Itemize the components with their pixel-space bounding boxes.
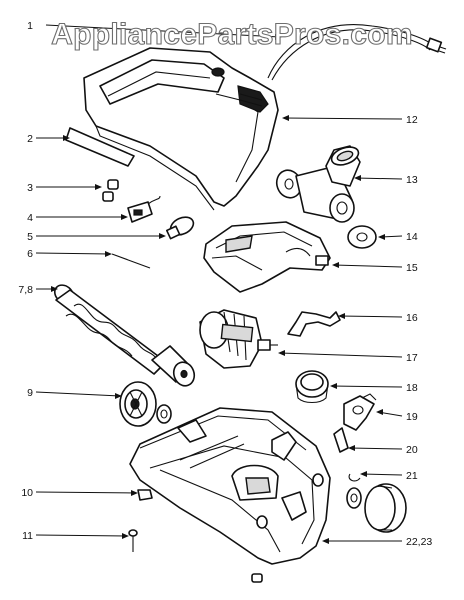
callout-10: 10 <box>21 487 33 499</box>
callout-18: 18 <box>406 382 418 394</box>
belt-pin <box>111 253 151 269</box>
base <box>129 407 331 565</box>
brushroll <box>53 284 196 387</box>
bracket <box>287 311 341 337</box>
bulb-socket <box>102 179 119 202</box>
leader-arrowheads <box>51 34 385 544</box>
callout-7-8: 7,8 <box>18 284 33 296</box>
callout-17: 17 <box>406 352 418 364</box>
callout-1: 1 <box>27 20 33 32</box>
callout-20: 20 <box>406 444 418 456</box>
handle-grip-cover <box>65 127 135 167</box>
height-adjuster <box>343 393 377 431</box>
callout-9: 9 <box>27 387 33 399</box>
wheel <box>119 381 172 427</box>
callout-2: 2 <box>27 133 33 145</box>
callout-6: 6 <box>27 248 33 260</box>
callout-19: 19 <box>406 411 418 423</box>
nozzle-frame <box>203 221 331 293</box>
pedal-spring <box>333 427 349 453</box>
callout-21: 21 <box>406 470 418 482</box>
callout-labels: 1 2 3 4 5 6 7,8 9 10 11 12 13 14 15 16 1… <box>18 20 432 548</box>
watermark: AppliancePartsPros.com <box>51 18 413 51</box>
hood <box>83 47 279 211</box>
callout-12: 12 <box>406 114 418 126</box>
callout-16: 16 <box>406 312 418 324</box>
callout-5: 5 <box>27 231 33 243</box>
bottom-fastener <box>251 573 263 583</box>
callout-11: 11 <box>22 530 33 542</box>
rear-wheel <box>364 483 407 533</box>
callout-14: 14 <box>406 231 418 243</box>
light-switch-bracket <box>127 195 161 223</box>
motor <box>199 309 278 369</box>
bottom-screw <box>137 489 153 501</box>
callout-22-23: 22,23 <box>406 536 432 548</box>
washer <box>347 225 377 249</box>
agitator-hose-adapter <box>275 145 361 223</box>
callout-4: 4 <box>27 212 33 224</box>
callout-13: 13 <box>406 174 418 186</box>
callout-3: 3 <box>27 182 33 194</box>
callout-15: 15 <box>406 262 418 274</box>
power-cord <box>267 24 447 81</box>
light-bulb <box>165 216 195 240</box>
clip <box>346 473 362 509</box>
screw <box>128 529 138 552</box>
belt <box>295 370 329 404</box>
